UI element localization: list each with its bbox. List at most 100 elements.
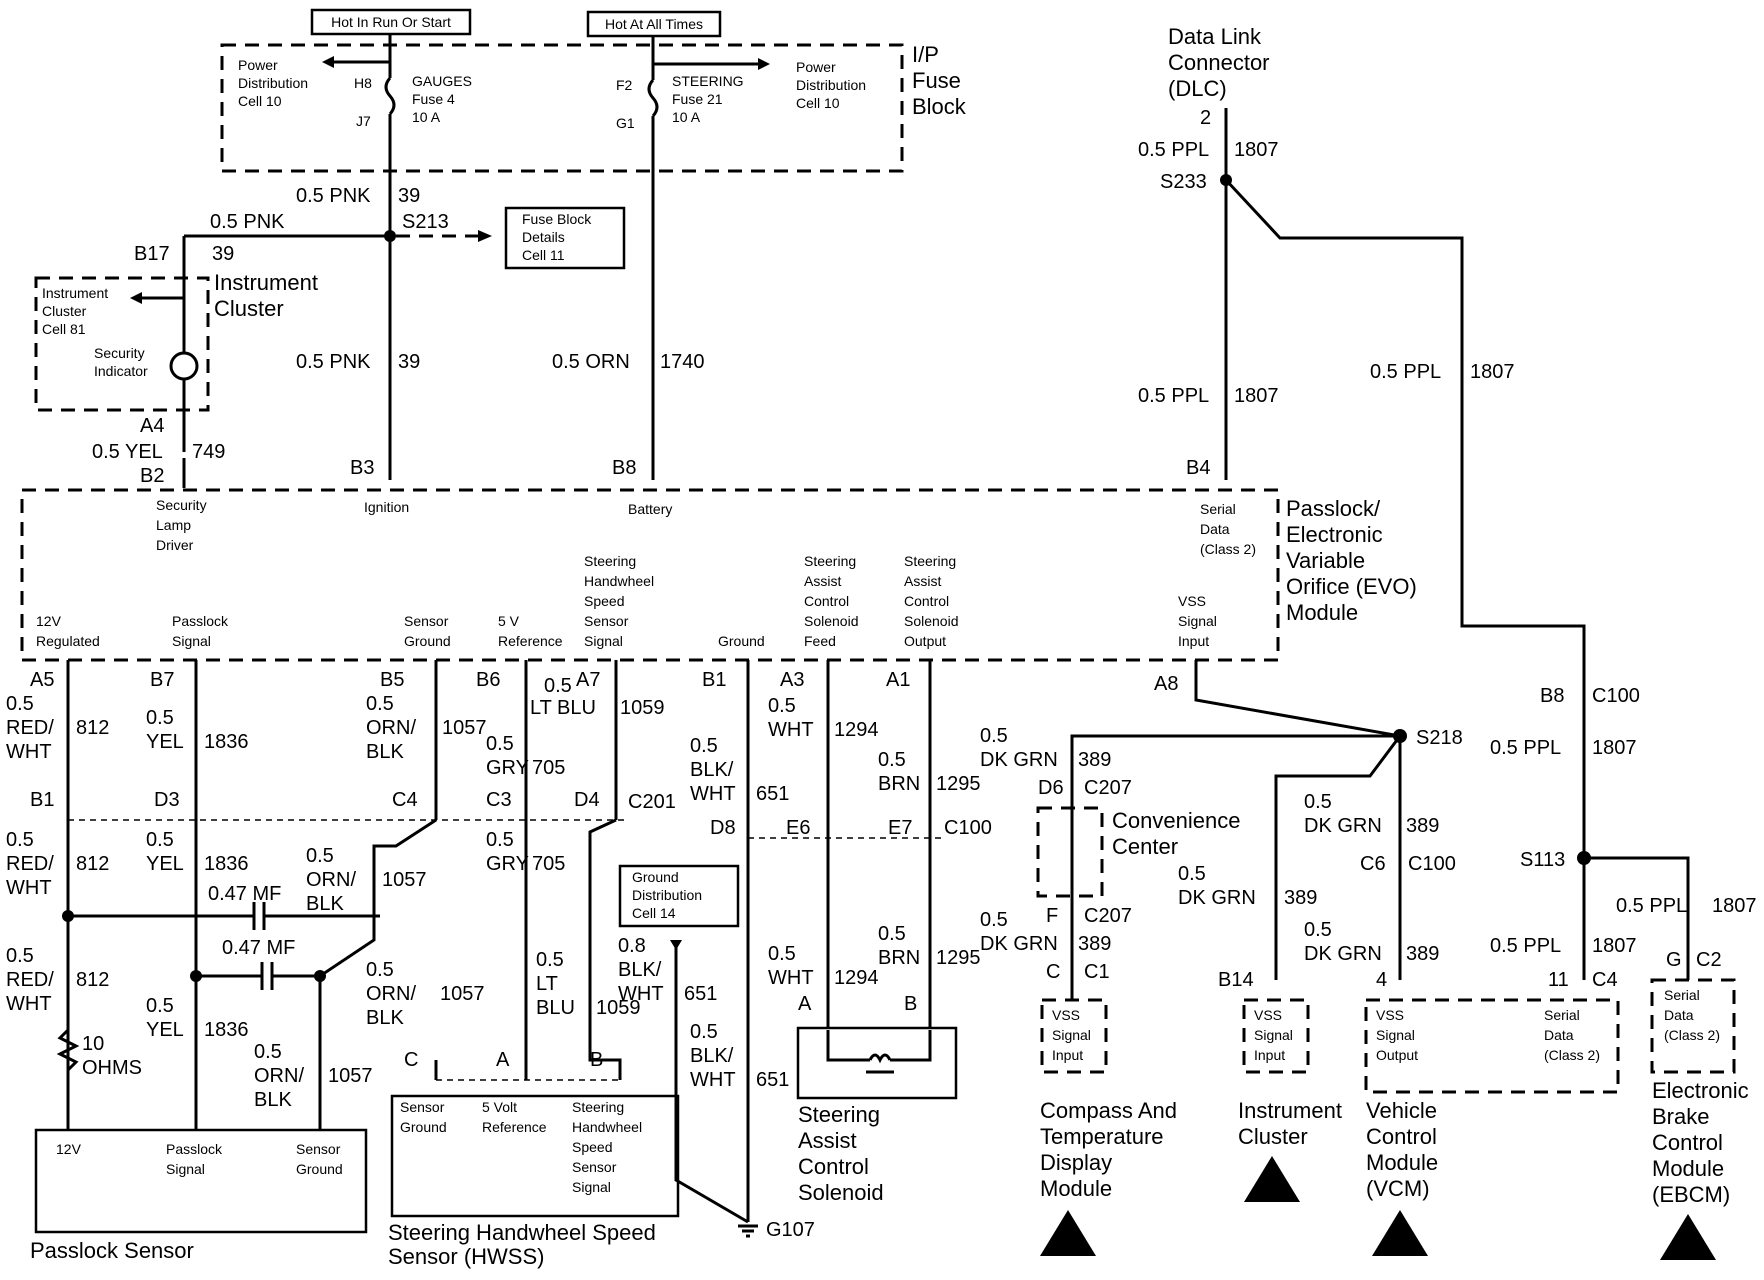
wire-39: 0.5 PNK 39 S213 0.5 PNK 39 B17 0.5 PNK 3… [134,114,492,480]
svg-text:Ground: Ground [296,1161,343,1177]
evo-bottom-label: Ground [404,633,451,649]
svg-text:C207: C207 [1084,777,1132,799]
svg-text:Indicator: Indicator [94,363,148,379]
svg-text:C: C [404,1049,418,1071]
svg-text:A4: A4 [140,415,164,437]
esd-warning-icon [1660,1214,1716,1260]
svg-text:(Class 2): (Class 2) [1200,541,1256,557]
svg-text:0.47 MF: 0.47 MF [222,937,295,959]
svg-text:Signal: Signal [1376,1027,1415,1043]
svg-text:0.5: 0.5 [980,909,1008,931]
svg-text:WHT: WHT [6,993,52,1015]
svg-text:1294: 1294 [834,967,879,989]
svg-text:0.5: 0.5 [146,829,174,851]
esd-warning-icon [1040,1210,1096,1256]
svg-text:B8: B8 [612,457,636,479]
svg-text:C1: C1 [1084,961,1110,983]
svg-text:Serial: Serial [1544,1007,1580,1023]
svg-text:ORN/: ORN/ [254,1065,304,1087]
svg-text:Input: Input [1254,1047,1285,1063]
svg-text:Ground: Ground [632,869,679,885]
svg-text:Module: Module [1652,1156,1724,1181]
svg-text:B14: B14 [1218,969,1254,991]
vcm-module: VSS Signal Output Serial Data (Class 2) … [1364,998,1620,1256]
svg-text:Sensor: Sensor [572,1159,617,1175]
passlock-circuits: 0.5 RED/ WHT 812 0.5 YEL 1836 B1 D3 0.5 … [6,660,626,1130]
svg-text:D4: D4 [574,789,600,811]
evo-module: Passlock/ Electronic Variable Orifice (E… [20,488,1417,691]
svg-text:BLK: BLK [254,1089,292,1111]
svg-text:B8: B8 [1540,685,1564,707]
svg-text:0.5: 0.5 [536,949,564,971]
svg-text:Power: Power [796,59,836,75]
svg-text:Steering Handwheel Speed: Steering Handwheel Speed [388,1220,656,1245]
svg-text:Sensor (HWSS): Sensor (HWSS) [388,1244,544,1269]
svg-text:WHT: WHT [618,983,664,1005]
evo-bottom-label: Assist [904,573,941,589]
svg-text:(Class 2): (Class 2) [1544,1047,1600,1063]
svg-text:749: 749 [192,441,225,463]
svg-text:LT: LT [536,973,558,995]
svg-text:BLK/: BLK/ [690,759,734,781]
svg-text:A8: A8 [1154,673,1178,695]
ip-fuse-block: I/P Fuse Block Power Distribution Cell 1… [220,34,967,173]
compass-module: VSS Signal Input Compass And Temperature… [1040,998,1177,1256]
svg-text:OHMS: OHMS [82,1057,142,1079]
svg-text:Electronic: Electronic [1652,1078,1749,1103]
svg-text:1740: 1740 [660,351,705,373]
evo-bottom-label: Signal [1178,613,1217,629]
svg-text:0.5 PNK: 0.5 PNK [296,185,371,207]
svg-text:Assist: Assist [798,1128,857,1153]
svg-text:1294: 1294 [834,719,879,741]
svg-text:S213: S213 [402,211,449,233]
vss-circuits: S218 A8 0.5 DK GRN 389 D6 C207 Convenien… [980,660,1463,1000]
svg-text:0.5 PPL: 0.5 PPL [1490,935,1561,957]
svg-text:0.5 PPL: 0.5 PPL [1490,737,1561,759]
evo-bottom-pin: B6 [476,669,500,691]
svg-text:YEL: YEL [146,731,184,753]
svg-text:WHT: WHT [768,967,814,989]
evo-bottom-label: 5 V [498,613,520,629]
svg-text:0.5: 0.5 [306,845,334,867]
svg-text:B2: B2 [140,465,164,487]
evo-bottom-label: Speed [584,593,624,609]
svg-text:RED/: RED/ [6,853,54,875]
svg-text:0.5: 0.5 [6,829,34,851]
svg-text:C3: C3 [486,789,512,811]
evo-bottom-label: VSS [1178,593,1206,609]
svg-text:YEL: YEL [146,853,184,875]
svg-text:Battery: Battery [628,501,672,517]
svg-text:10 A: 10 A [672,109,701,125]
svg-text:A: A [798,993,812,1015]
svg-text:Fuse 4: Fuse 4 [412,91,455,107]
fuse-block-details-ref: Fuse Block Details Cell 11 [504,206,626,270]
svg-text:VSS: VSS [1052,1007,1080,1023]
svg-text:Ignition: Ignition [364,499,409,515]
svg-text:705: 705 [532,757,565,779]
evo-bottom-label: Sensor [404,613,449,629]
svg-text:0.47 MF: 0.47 MF [208,883,281,905]
evo-bottom-label: 12V [36,613,62,629]
svg-text:Serial: Serial [1664,987,1700,1003]
fuse-block-title-1: I/P [912,42,939,67]
svg-text:Passlock: Passlock [166,1141,223,1157]
svg-text:1836: 1836 [204,1019,249,1041]
svg-text:0.5: 0.5 [1178,863,1206,885]
svg-text:1807: 1807 [1234,139,1279,161]
class2-data-circuits: B8 C100 0.5 PPL 1807 S113 0.5 PPL 1807 0… [1490,685,1757,991]
svg-text:1295: 1295 [936,773,981,795]
svg-text:DK GRN: DK GRN [1304,943,1382,965]
svg-text:B: B [904,993,917,1015]
svg-text:Handwheel: Handwheel [572,1119,642,1135]
evo-bottom-label: Handwheel [584,573,654,589]
svg-text:0.5 YEL: 0.5 YEL [92,441,163,463]
svg-text:1057: 1057 [440,983,485,1005]
svg-text:(EBCM): (EBCM) [1652,1182,1730,1207]
svg-text:651: 651 [684,983,717,1005]
svg-text:BLK: BLK [366,1007,404,1029]
svg-text:G: G [1666,949,1682,971]
svg-text:BLK/: BLK/ [690,1045,734,1067]
svg-text:1295: 1295 [936,947,981,969]
passlock-sensor: 12V Passlock Signal Sensor Ground Passlo… [30,1128,368,1263]
svg-text:D6: D6 [1038,777,1064,799]
